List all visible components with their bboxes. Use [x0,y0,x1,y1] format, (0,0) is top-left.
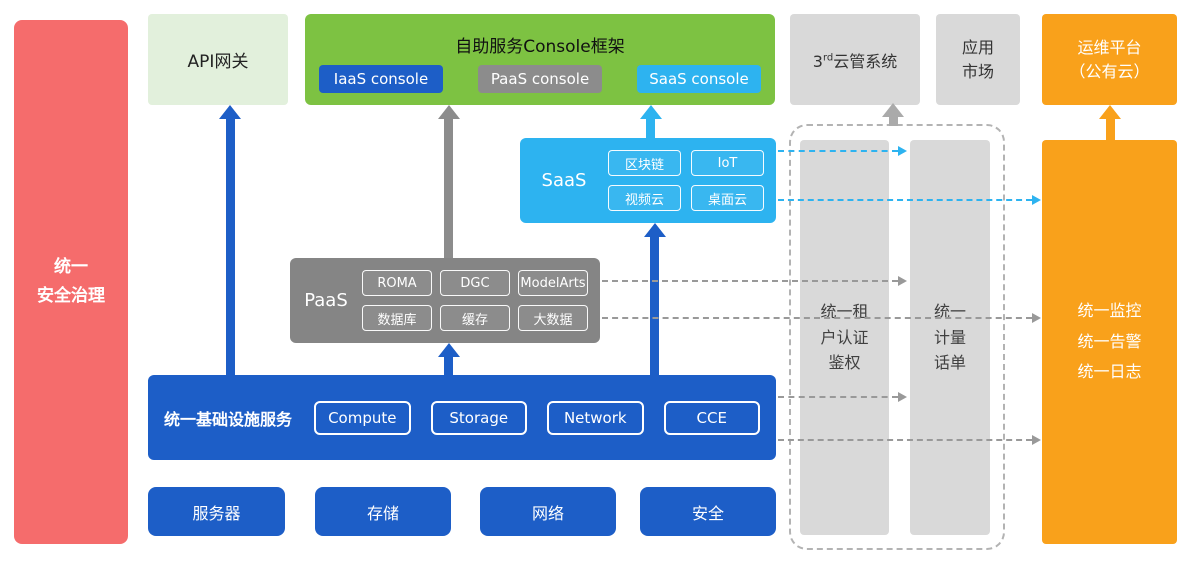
third-party-prefix: 3 [812,51,823,71]
network-label: 网络 [531,503,564,523]
api-gateway-box: API网关 [148,14,288,105]
arrow-iaas-to-paas-shaft [444,357,453,375]
unified-monitor-bar: 统一监控 统一告警 统一日志 [1042,140,1177,544]
arrow-iaas-to-saas-shaft [650,237,659,375]
saas-item-blockchain: 区块链 [608,150,681,176]
third-party-cloud-label: 3rd云管系统 [813,48,898,72]
arrow-saas-to-console-head [640,105,662,119]
iaas-item-network: Network [547,400,644,435]
dashed-arrow-iaas-to-monitor [778,439,1032,441]
dashed-arrow-iaas-to-billing [778,396,898,398]
paas-console-button: PaaS console [478,65,602,93]
iaas-box: 统一基础设施服务 Compute Storage Network CCE [148,375,776,460]
saas-box: SaaS 区块链 IoT 视频云 桌面云 [520,138,776,223]
security-label: 安全 [691,503,724,523]
dashed-arrow-saas-to-billing [778,150,898,152]
unified-billing-bar: 统一 计量 话单 [910,140,990,535]
paas-items: ROMA DGC ModelArts 数据库 缓存 大数据 [362,270,588,331]
arrow-paas-to-console-head [438,105,460,119]
paas-item-dgc: DGC [440,270,510,296]
console-button-row: IaaS console PaaS console SaaS console [319,65,761,93]
unified-auth-bar: 统一租 户认证 鉴权 [800,140,889,535]
arrow-paas-to-console-shaft [444,119,453,258]
iaas-console-button: IaaS console [319,65,443,93]
dashed-arrow-saas-to-monitor-head [1032,195,1041,205]
server-label: 服务器 [192,503,241,523]
paas-item-bigdata: 大数据 [518,305,588,331]
iaas-items: Compute Storage Network CCE [314,400,761,435]
unified-billing-label: 统一 计量 话单 [933,302,966,373]
dashed-arrow-saas-to-billing-head [898,146,907,156]
saas-console-button: SaaS console [637,65,761,93]
saas-item-desktop-cloud: 桌面云 [691,185,764,211]
paas-item-cache: 缓存 [440,305,510,331]
unified-security-bar: 统一 安全治理 [14,20,128,544]
saas-items: 区块链 IoT 视频云 桌面云 [608,150,764,211]
arrow-frame-to-third-party-head [882,103,904,117]
app-market-box: 应用 市场 [936,14,1020,105]
console-framework-title: 自助服务Console框架 [455,36,625,57]
storage-box: 存储 [315,487,451,536]
dashed-arrow-iaas-to-monitor-head [1032,435,1041,445]
dashed-arrow-paas-to-billing [602,280,898,282]
iaas-item-cce: CCE [663,400,761,435]
arrow-frame-to-third-party-shaft [889,117,898,126]
third-party-sup: rd [822,52,834,64]
iaas-label: 统一基础设施服务 [164,409,293,429]
arrow-monitor-to-ops-head [1099,105,1121,119]
dashed-arrow-paas-to-monitor-head [1032,313,1041,323]
storage-label: 存储 [366,503,399,523]
ops-platform-box: 运维平台 （公有云） [1042,14,1177,105]
iaas-item-compute: Compute [314,400,411,435]
dashed-arrow-saas-to-monitor [778,199,1032,201]
unified-monitor-label: 统一监控 统一告警 统一日志 [1077,301,1142,382]
paas-item-modelarts: ModelArts [518,270,588,296]
paas-box: PaaS ROMA DGC ModelArts 数据库 缓存 大数据 [290,258,600,343]
saas-item-iot: IoT [691,150,764,176]
arrow-iaas-to-api-head [219,105,241,119]
arrow-iaas-to-api-shaft [226,119,235,375]
saas-item-video-cloud: 视频云 [608,185,681,211]
unified-auth-label: 统一租 户认证 鉴权 [820,302,869,373]
arrow-iaas-to-saas-head [644,223,666,237]
security-box: 安全 [640,487,776,536]
arrow-saas-to-console-shaft [646,119,655,138]
unified-security-label: 统一 安全治理 [37,257,105,306]
ops-platform-label: 运维平台 （公有云） [1069,37,1150,81]
iaas-item-storage: Storage [430,400,528,435]
paas-item-roma: ROMA [362,270,432,296]
dashed-arrow-iaas-to-billing-head [898,392,907,402]
third-party-cloud-box: 3rd云管系统 [790,14,920,105]
server-box: 服务器 [148,487,285,536]
paas-label: PaaS [304,290,348,311]
saas-label: SaaS [541,170,587,191]
dashed-arrow-paas-to-billing-head [898,276,907,286]
console-framework-box: 自助服务Console框架 IaaS console PaaS console … [305,14,775,105]
api-gateway-label: API网关 [187,52,249,72]
network-box: 网络 [480,487,616,536]
app-market-label: 应用 市场 [961,37,994,81]
arrow-monitor-to-ops-shaft [1106,119,1115,140]
third-party-rest: 云管系统 [833,51,898,71]
dashed-arrow-paas-to-monitor [602,317,1032,319]
arrow-iaas-to-paas-head [438,343,460,357]
paas-item-database: 数据库 [362,305,432,331]
